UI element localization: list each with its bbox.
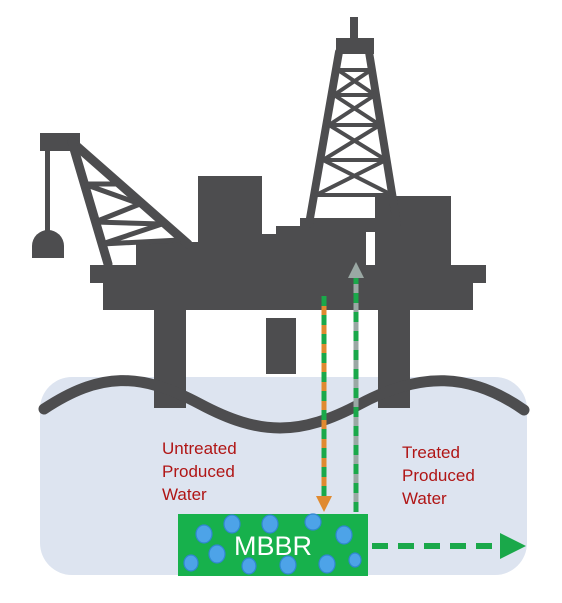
derrick-brace-1 xyxy=(336,68,377,97)
untreated-arrow-head xyxy=(316,496,332,512)
derrick-brace-7 xyxy=(321,158,394,197)
untreated-label-line-2: Produced xyxy=(162,462,235,481)
treated-label-line-1: Treated xyxy=(402,443,460,462)
carrier-bubble xyxy=(335,525,353,545)
derrick-mast xyxy=(350,17,358,41)
derrick-crown xyxy=(336,38,374,54)
crane xyxy=(32,133,193,269)
treated-water-label: Treated Produced Water xyxy=(402,441,475,510)
crane-hook-line xyxy=(45,150,50,238)
carrier-bubble xyxy=(279,555,297,575)
carrier-bubble xyxy=(223,514,241,534)
wave-line xyxy=(38,375,530,434)
crane-hook-weight xyxy=(32,230,64,258)
carrier-bubble xyxy=(241,557,257,575)
platform-building-low xyxy=(262,234,276,268)
crane-lattice-3 xyxy=(94,201,141,225)
untreated-water-stream xyxy=(316,296,332,512)
treated-arrow-head xyxy=(348,262,364,278)
carrier-bubble xyxy=(318,554,336,574)
mbbr-label: MBBR xyxy=(233,531,312,561)
platform-lower-body xyxy=(103,278,473,310)
mbbr-carrier-bubbles xyxy=(183,513,362,575)
platform-structure xyxy=(90,176,486,310)
derrick-tower xyxy=(305,17,401,228)
platform-building-tall xyxy=(198,176,262,268)
untreated-label-line-3: Water xyxy=(162,485,207,504)
effluent-outflow-arrow xyxy=(372,533,526,559)
untreated-water-label: Untreated Produced Water xyxy=(162,437,237,506)
carrier-bubble xyxy=(208,544,226,564)
carrier-bubble xyxy=(348,552,362,568)
untreated-label-line-1: Untreated xyxy=(162,439,237,458)
derrick-brace-8 xyxy=(314,158,388,197)
platform-building-right xyxy=(375,196,451,268)
crane-lattice-2 xyxy=(83,181,141,207)
derrick-base xyxy=(300,218,380,232)
derrick-brace-2 xyxy=(332,68,373,97)
crane-lattice-5 xyxy=(101,221,163,247)
treated-water-stream xyxy=(348,262,364,512)
treated-label-line-2: Produced xyxy=(402,466,475,485)
platform-building-mid xyxy=(276,226,366,268)
carrier-bubble xyxy=(261,514,279,534)
crane-lattice-6 xyxy=(101,237,181,247)
carrier-bubble xyxy=(183,554,199,572)
derrick-brace-4 xyxy=(327,93,377,127)
crane-lattice-4 xyxy=(94,219,163,227)
carrier-bubble xyxy=(195,524,213,544)
outflow-arrow-head xyxy=(500,533,526,559)
derrick-brace-5 xyxy=(327,123,388,162)
derrick-leg-left xyxy=(305,48,343,228)
crane-boom-upper xyxy=(67,137,193,249)
derrick-brace-6 xyxy=(321,123,382,162)
sea-water xyxy=(40,377,527,575)
platform-leg-center xyxy=(266,318,296,374)
treated-label-line-3: Water xyxy=(402,489,447,508)
carrier-bubble xyxy=(304,513,322,531)
derrick-brace-3 xyxy=(332,93,382,127)
